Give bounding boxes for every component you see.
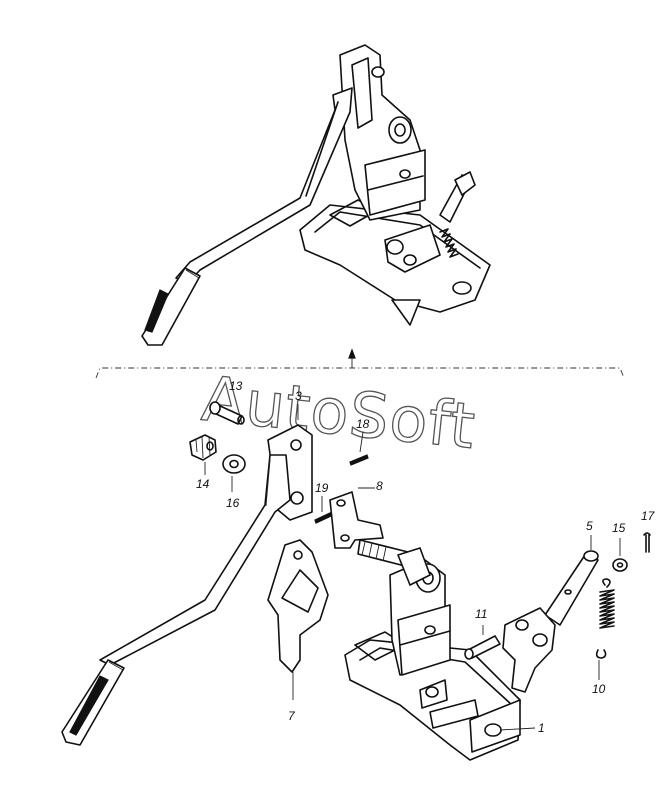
callout-14: 14 [196,477,210,491]
callout-labels: 1 3 5 7 8 10 11 13 14 15 16 17 18 19 [196,379,656,735]
callout-15: 15 [612,521,626,535]
callout-3: 3 [295,389,302,403]
callout-11: 11 [475,607,487,621]
part-16-washer [222,454,246,492]
callout-13: 13 [229,379,243,393]
part-13-clevis-pin [209,401,245,425]
part-18-pin [349,431,369,466]
part-5-pawl-lever [502,535,599,693]
assembled-parking-brake-lever [141,44,491,346]
callout-19: 19 [315,481,329,495]
callout-5: 5 [586,519,593,533]
callout-18: 18 [356,417,370,431]
callout-17: 17 [641,509,656,523]
explode-bracket-line [95,348,625,379]
part-19-pin [314,496,332,524]
part-7-ratchet-segment [267,539,329,700]
callout-10: 10 [592,682,606,696]
part-14-castle-nut [189,434,217,475]
callout-8: 8 [376,479,383,493]
part-15-washer [612,538,628,572]
part-8-bolt-plate [329,487,431,586]
callout-16: 16 [226,496,240,510]
part-10-spring [595,578,615,680]
part-1-base-bracket [344,559,536,761]
watermark: AutoSoft [199,362,479,463]
callout-1: 1 [538,721,545,735]
part-17-cotter-pin [643,532,651,553]
callout-7: 7 [288,709,296,723]
part-11-pin [464,625,501,660]
part-3-hand-lever [61,404,313,746]
